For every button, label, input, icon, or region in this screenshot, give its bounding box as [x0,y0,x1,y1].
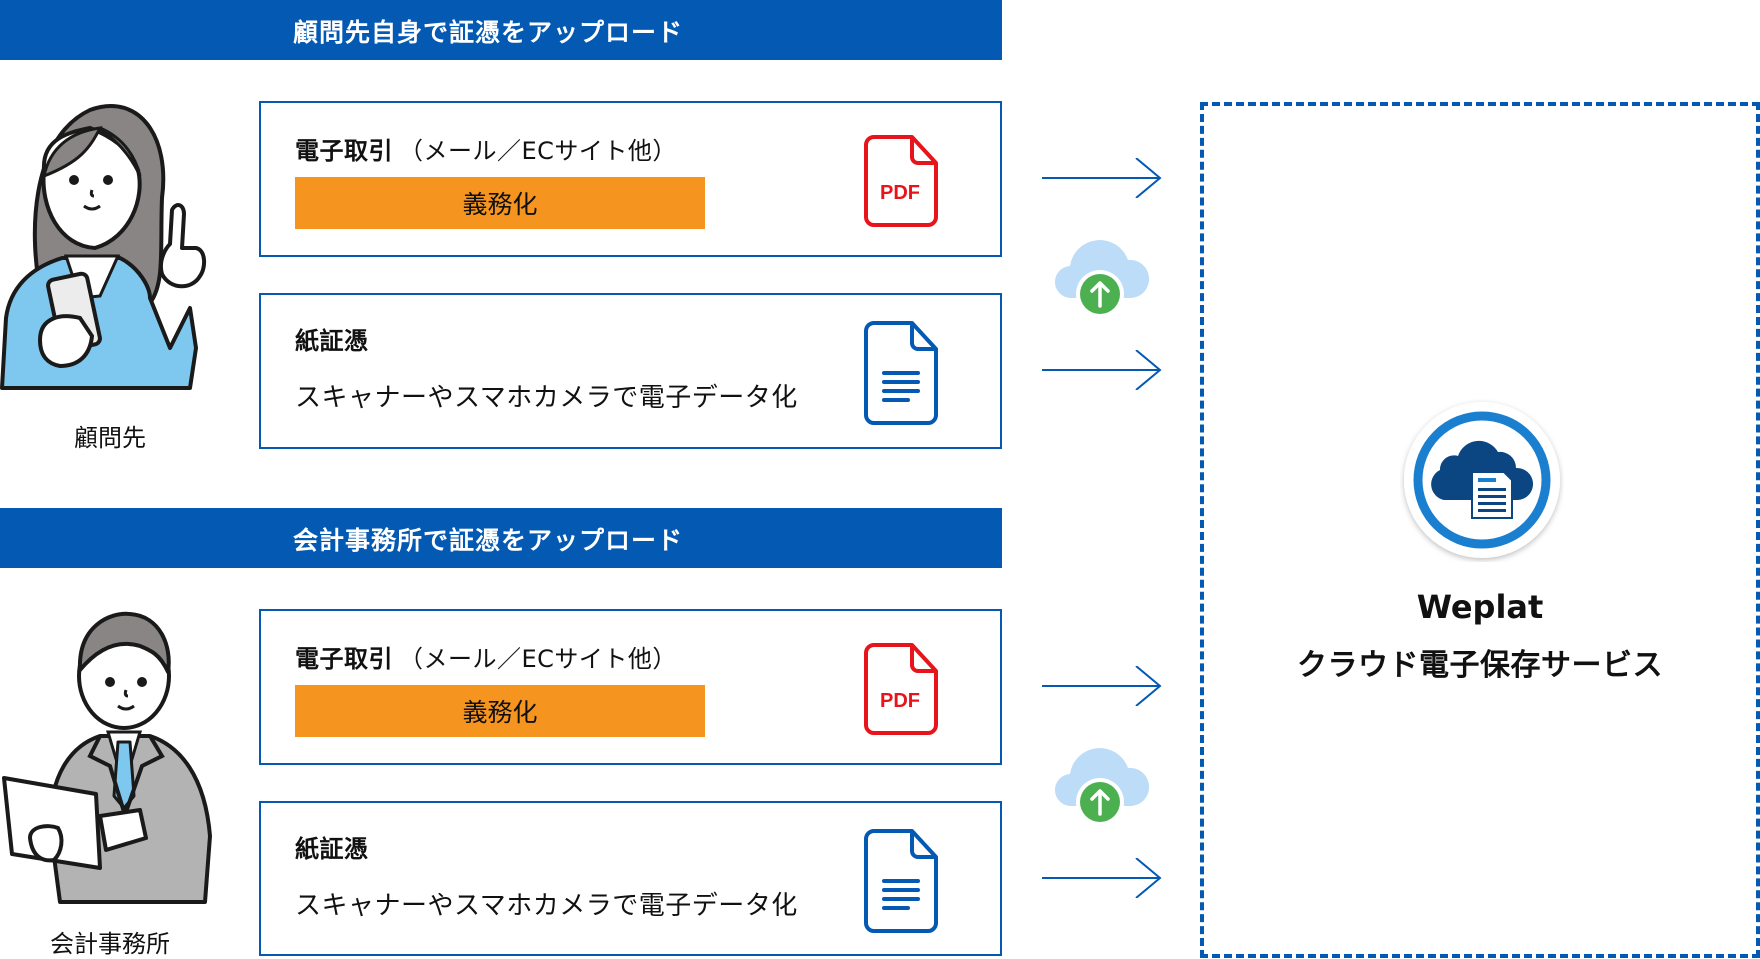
accounting-firm-person [0,606,220,906]
card-paper-receipt: 紙証憑 スキャナーやスマホカメラで電子データ化 [259,801,1002,956]
card-title: 紙証憑 [295,829,369,864]
pdf-label: PDF [880,690,920,712]
card-description: スキャナーやスマホカメラで電子データ化 [295,383,798,413]
card-title: 電子取引（メール／ECサイト他） [295,639,677,674]
document-file-icon [864,321,938,425]
client-label: 顧問先 [74,424,146,452]
businesswoman-illustration-icon [0,104,207,390]
client-person [0,98,220,398]
section-title: 会計事務所で証憑をアップロード [293,526,684,555]
service-name: Weplat [1416,588,1544,626]
card-electronic-transaction: 電子取引（メール／ECサイト他） 義務化 PDF [259,101,1002,257]
card-title-main: 電子取引 [295,137,393,165]
card-title-sub: （メール／ECサイト他） [399,645,677,673]
right-arrow-icon [1042,858,1162,898]
cloud-upload-icon [1054,748,1150,826]
cloud-upload-icon [1054,240,1150,318]
pdf-file-icon: PDF [864,643,938,735]
card-electronic-transaction: 電子取引（メール／ECサイト他） 義務化 PDF [259,609,1002,765]
card-title-main: 紙証憑 [295,835,369,863]
section-header-accounting-firm: 会計事務所で証憑をアップロード [0,508,1002,568]
mandatory-badge: 義務化 [295,177,705,229]
right-arrow-icon [1042,158,1162,198]
pdf-file-icon: PDF [864,135,938,227]
cloud-document-logo-icon [1404,402,1560,558]
card-description: スキャナーやスマホカメラで電子データ化 [295,891,798,921]
pdf-label: PDF [880,182,920,204]
card-title: 紙証憑 [295,321,369,356]
businessman-illustration-icon [2,611,212,904]
section-title: 顧問先自身で証憑をアップロード [293,18,684,47]
mandatory-badge: 義務化 [295,685,705,737]
card-paper-receipt: 紙証憑 スキャナーやスマホカメラで電子データ化 [259,293,1002,449]
card-title: 電子取引（メール／ECサイト他） [295,131,677,166]
accounting-firm-label: 会計事務所 [50,930,170,958]
card-title-main: 紙証憑 [295,327,369,355]
right-arrow-icon [1042,350,1162,390]
card-title-main: 電子取引 [295,645,393,673]
right-arrow-icon [1042,666,1162,706]
document-file-icon [864,829,938,933]
service-subtitle: クラウド電子保存サービス [1297,648,1663,683]
section-header-client: 顧問先自身で証憑をアップロード [0,0,1002,60]
card-title-sub: （メール／ECサイト他） [399,137,677,165]
